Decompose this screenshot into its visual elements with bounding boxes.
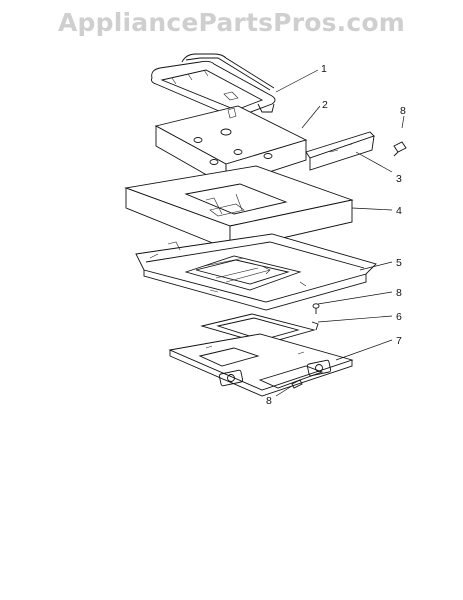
base-plate-part-7 [168, 333, 354, 397]
callout-5: 5 [396, 257, 402, 269]
callout-6: 6 [396, 311, 402, 323]
callout-1: 1 [321, 63, 327, 75]
heating-element-part-1 [151, 53, 276, 118]
screw-part-8-bottom [291, 379, 303, 389]
callout-8-middle: 8 [396, 287, 402, 299]
bracket-part-3 [305, 131, 375, 171]
screw-part-8-top [393, 141, 407, 157]
callout-8-top: 8 [400, 105, 406, 117]
watermark-logo: AppliancePartsPros.com [57, 8, 406, 37]
callout-4: 4 [396, 205, 402, 217]
callout-numbers: 1 2 3 4 5 6 7 8 8 8 [266, 63, 406, 407]
callout-8-bottom: 8 [266, 395, 272, 407]
callout-2: 2 [322, 99, 328, 111]
leader-lines [275, 69, 405, 397]
callout-3: 3 [396, 173, 402, 185]
insulation-part-4 [124, 165, 354, 251]
chassis-pan-part-5 [135, 233, 377, 311]
callout-7: 7 [396, 335, 402, 347]
screw-part-8-middle [312, 303, 320, 314]
